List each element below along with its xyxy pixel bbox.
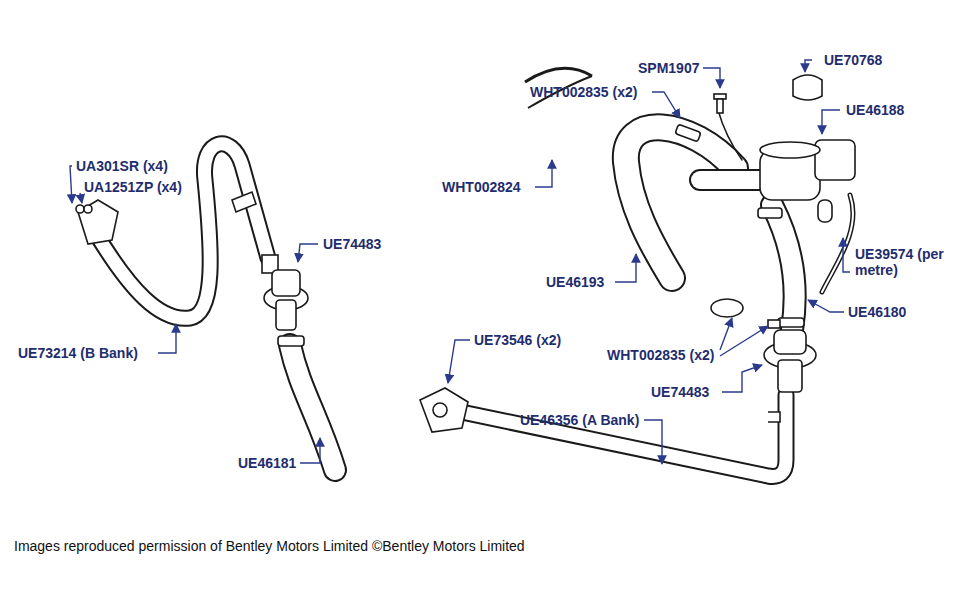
valve-body	[774, 330, 806, 354]
hose-clamp	[758, 208, 782, 218]
bolt	[76, 205, 84, 213]
leader-lines	[70, 60, 850, 464]
hose-outline	[290, 345, 335, 470]
part-number: UE46188	[846, 102, 904, 118]
part-number: UE73214 (B Bank)	[18, 345, 138, 361]
hose-clamp	[778, 318, 804, 327]
part-number: UE46193	[546, 274, 604, 290]
flange	[420, 388, 468, 432]
hose-clamp	[278, 336, 304, 346]
part-number: WHT002824	[442, 179, 521, 195]
hose-clamp	[711, 299, 743, 317]
part-number: UE46181	[238, 455, 296, 471]
leader-line	[535, 160, 552, 187]
valve-body	[272, 270, 300, 296]
bracket	[768, 412, 780, 422]
flange-port	[433, 403, 447, 417]
hose-body	[772, 205, 795, 330]
valve-actuator	[815, 140, 855, 180]
leader-line	[805, 60, 812, 72]
components	[76, 68, 855, 432]
cap	[793, 75, 822, 100]
part-number: WHT002835 (x2)	[530, 84, 637, 100]
part-number: UE70768	[824, 52, 882, 68]
leader-line	[808, 300, 844, 312]
part-number: UE74483	[651, 384, 709, 400]
hose-body	[290, 345, 335, 470]
copyright-caption: Images reproduced permission of Bentley …	[14, 538, 525, 554]
leader-line	[300, 438, 320, 463]
hose-body	[626, 127, 735, 278]
bracket	[232, 192, 256, 212]
leader-line	[298, 244, 318, 262]
part-number: SPM1907	[638, 60, 699, 76]
hose-clamp	[768, 320, 780, 328]
part-number: UA301SR (x4)	[76, 158, 168, 174]
washer	[84, 205, 92, 213]
leader-line	[448, 340, 470, 383]
leader-line	[80, 193, 82, 203]
part-number: UE46180	[848, 304, 906, 320]
flange	[78, 200, 118, 244]
leader-line	[843, 238, 850, 272]
hose-outline	[626, 127, 735, 278]
valve-body	[276, 300, 296, 330]
hose-outline	[772, 205, 795, 330]
hose-clamp	[675, 124, 701, 142]
spacer	[560, 340, 575, 350]
valve-top	[760, 142, 820, 158]
leader-line	[615, 254, 636, 282]
part-number: WHT002835 (x2)	[607, 347, 714, 363]
part-number: UE39574 (per metre)	[855, 246, 959, 278]
leader-line	[652, 92, 680, 118]
part-number: UA1251ZP (x4)	[84, 179, 182, 195]
pipe-outline	[452, 395, 786, 476]
leader-line	[720, 326, 768, 356]
pipework	[95, 110, 853, 476]
leader-line	[703, 68, 720, 88]
leader-line	[822, 110, 840, 134]
wire	[718, 110, 742, 160]
part-number: UE74483	[323, 236, 381, 252]
leader-line	[644, 420, 662, 464]
leader-line	[158, 324, 176, 353]
pipe-body	[452, 395, 786, 476]
valve-body	[778, 360, 802, 392]
bolt-shank	[717, 99, 723, 113]
part-number: UE73546 (x2)	[474, 332, 561, 348]
leader-line	[70, 166, 72, 203]
leader-line	[722, 365, 762, 392]
valve-port	[818, 200, 832, 222]
part-number: UE46356 (A Bank)	[520, 412, 639, 428]
leader-line	[720, 318, 732, 350]
